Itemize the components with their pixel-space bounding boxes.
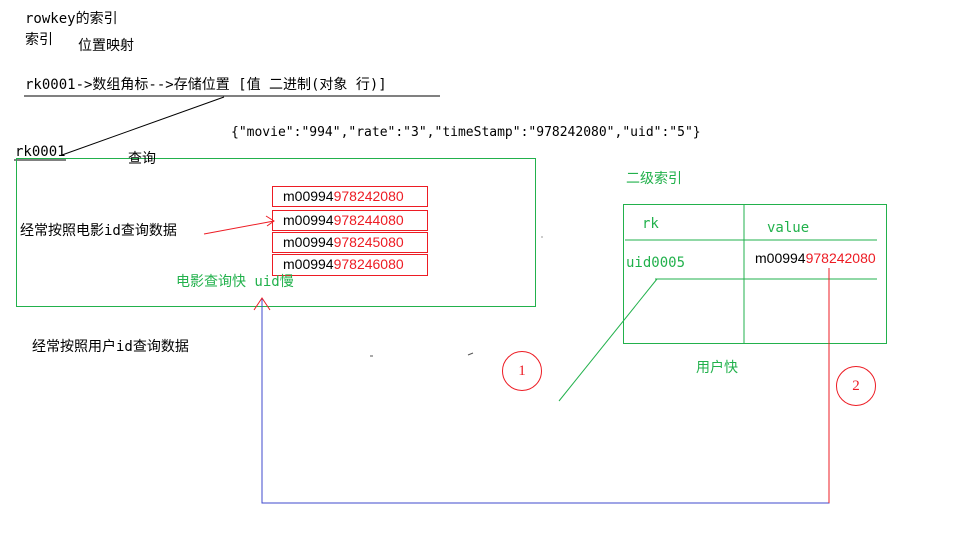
secondary-row-value: m00994978242080 xyxy=(755,250,876,266)
rk-key-label: rk0001 xyxy=(15,144,66,160)
step-marker-2: 2 xyxy=(836,366,876,406)
secondary-row-rk: uid0005 xyxy=(626,255,686,271)
return-arrowhead xyxy=(253,297,271,311)
primary-region-box xyxy=(16,158,536,307)
step-marker-1: 1 xyxy=(502,351,542,391)
secondary-index-box xyxy=(623,204,887,344)
rowkey-cell: m00994978244080 xyxy=(272,210,428,231)
rowkey-cell: m00994978246080 xyxy=(272,254,428,276)
uid-pointer-line xyxy=(558,278,658,402)
rowkey-cell: m00994978245080 xyxy=(272,232,428,253)
json-record: {"movie":"994","rate":"3","timeStamp":"9… xyxy=(231,125,701,140)
rowkey-cell: m00994978242080 xyxy=(272,186,428,207)
movie-query-note: 经常按照电影id查询数据 xyxy=(20,223,177,239)
diagram-title: rowkey的索引 xyxy=(25,11,118,27)
user-query-note: 经常按照用户id查询数据 xyxy=(32,339,189,355)
primary-caption: 电影查询快 uid慢 xyxy=(176,274,294,290)
query-label: 查询 xyxy=(128,151,156,167)
rk-mapping-note: rk0001->数组角标-->存储位置 [值 二进制(对象 行)] xyxy=(25,77,387,93)
index-label: 索引 xyxy=(25,32,53,48)
position-mapping-label: 位置映射 xyxy=(78,38,134,54)
rk-pointer-line xyxy=(61,96,225,156)
secondary-col-value: value xyxy=(767,220,810,236)
secondary-caption: 用户快 xyxy=(696,360,738,376)
secondary-col-rk: rk xyxy=(642,216,659,232)
movie-query-arrow xyxy=(203,220,275,235)
secondary-index-title: 二级索引 xyxy=(626,171,682,187)
